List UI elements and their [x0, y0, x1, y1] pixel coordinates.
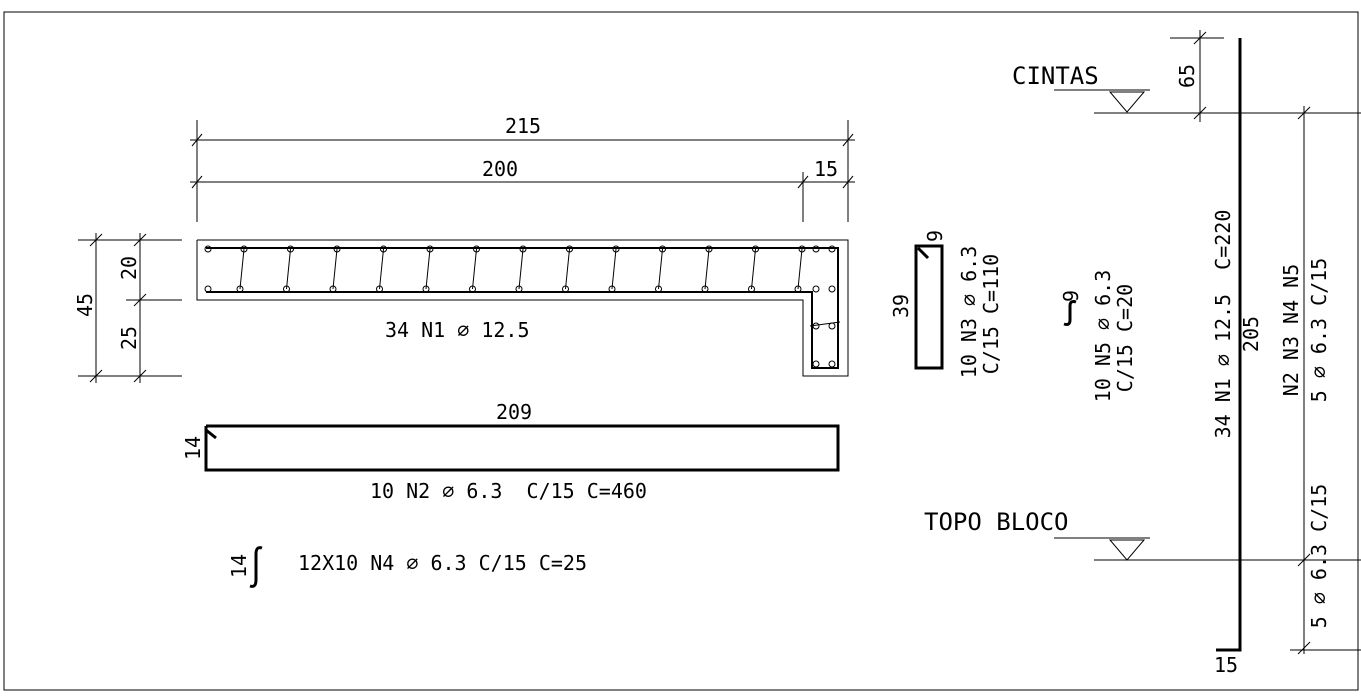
bar-dot — [812, 322, 820, 330]
stirrup-tick — [751, 248, 756, 290]
bar-dot — [812, 285, 820, 293]
stirrup-tick — [472, 248, 477, 290]
bar-dot — [828, 360, 836, 368]
dim-25-text: 25 — [117, 326, 141, 350]
stirrup-n3-height: 39 — [889, 294, 913, 318]
dimension-left: 45 20 25 — [73, 233, 182, 383]
bar-dot — [701, 285, 709, 293]
stirrup-tick — [286, 248, 291, 290]
stirrup-tick — [332, 248, 338, 290]
dim-45-text: 45 — [73, 293, 97, 317]
stirrup-tick — [518, 248, 524, 290]
stirrup-n3-hook: 9 — [923, 230, 947, 242]
bar-n2-hook: 14 — [181, 436, 205, 460]
bar-dot — [519, 245, 527, 253]
bar-dot — [422, 285, 430, 293]
bar-n4-hook: 14 — [227, 554, 251, 578]
bar-dot — [752, 245, 759, 253]
bar-dot — [376, 285, 383, 293]
stirrup-tick — [611, 248, 617, 290]
section-view: CINTAS TOPO BLOCO 65 205 15 34 N1 ⌀ 12.5… — [924, 30, 1361, 677]
stirrups-label-3: 5 ⌀ 6.3 C/15 — [1307, 484, 1331, 629]
stirrup-tick — [379, 248, 384, 290]
bar-dot — [287, 245, 294, 253]
bar-dot — [204, 285, 212, 293]
stirrup-tick — [565, 248, 570, 290]
dim-20-text: 20 — [117, 256, 141, 280]
bar-dot — [562, 285, 569, 293]
bar-dot — [240, 245, 248, 253]
stirrup-tick — [425, 248, 431, 290]
bar-n2-label: 10 N2 ⌀ 6.3 C/15 C=460 — [370, 479, 647, 503]
bar-dot — [705, 245, 713, 253]
dimension-200: 200 15 — [190, 157, 855, 222]
stirrup-tick — [658, 248, 663, 290]
bar-n2-shape: 209 14 10 N2 ⌀ 6.3 C/15 C=460 — [181, 400, 840, 503]
dim-205-text: 205 — [1239, 316, 1263, 352]
bar-dot — [612, 245, 620, 253]
stirrup-n3-label-1: 10 N3 ⌀ 6.3 — [957, 246, 981, 378]
bar-dot — [426, 245, 434, 253]
stirrups-label-1: N2 N3 N4 N5 — [1279, 264, 1303, 396]
bar-dot — [812, 360, 820, 368]
vertical-bar-label: 34 N1 ⌀ 12.5 C=220 — [1211, 210, 1235, 439]
bar-dot — [659, 245, 666, 253]
bar-dot — [655, 285, 662, 293]
stirrup-tick — [797, 248, 803, 290]
sheet-border — [3, 11, 1359, 691]
stirrups-label-2: 5 ⌀ 6.3 C/15 — [1307, 258, 1331, 403]
dimension-215: 215 — [190, 114, 855, 222]
bar-n5: 9 10 N5 ⌀ 6.3 C/15 C=20 — [1059, 270, 1137, 402]
level-topo-bloco: TOPO BLOCO — [924, 508, 1069, 536]
bar-n4-shape: 14 12X10 N4 ⌀ 6.3 C/15 C=25 — [227, 546, 587, 588]
bar-dot — [329, 285, 337, 293]
dim-200-text: 200 — [482, 157, 518, 181]
bar-dot — [828, 245, 836, 253]
bar-n1-label: 34 N1 ⌀ 12.5 — [385, 318, 530, 342]
bar-dot — [283, 285, 290, 293]
stirrup-tick — [239, 248, 245, 290]
beam-elevation: 34 N1 ⌀ 12.5 — [196, 239, 849, 377]
bar-dot — [473, 245, 480, 253]
dim-65-text: 65 — [1175, 64, 1199, 88]
bar-dot — [204, 245, 212, 253]
bar-dot — [469, 285, 476, 293]
bar-dot — [608, 285, 616, 293]
bar-dot — [515, 285, 523, 293]
bar-dot — [333, 245, 341, 253]
bar-n5-label-2: C/15 C=20 — [1113, 284, 1137, 392]
bar-dot — [828, 322, 836, 330]
dim-215-text: 215 — [505, 114, 541, 138]
stirrup-n3: 9 39 10 N3 ⌀ 6.3 C/15 C=110 — [889, 230, 1003, 378]
bar-dot — [828, 285, 836, 293]
bar-dot — [566, 245, 573, 253]
stirrup-tick — [704, 248, 710, 290]
bar-dot — [794, 285, 802, 293]
bar-n2-length: 209 — [496, 400, 532, 424]
bar-dot — [748, 285, 755, 293]
dim-15-text: 15 — [814, 157, 838, 181]
bar-n4-label: 12X10 N4 ⌀ 6.3 C/15 C=25 — [298, 551, 587, 575]
bar-dot — [812, 245, 820, 253]
bar-dot — [236, 285, 244, 293]
stirrup-ticks — [239, 248, 803, 290]
level-cintas: CINTAS — [1012, 62, 1099, 90]
dim-15-bottom-text: 15 — [1214, 653, 1238, 677]
stirrup-n3-label-2: C/15 C=110 — [979, 254, 1003, 374]
bar-n5-label-1: 10 N5 ⌀ 6.3 — [1091, 270, 1115, 402]
bar-dot — [380, 245, 387, 253]
bar-dots — [204, 245, 836, 368]
bar-n5-hook: 9 — [1059, 290, 1083, 302]
bar-dot — [798, 245, 806, 253]
